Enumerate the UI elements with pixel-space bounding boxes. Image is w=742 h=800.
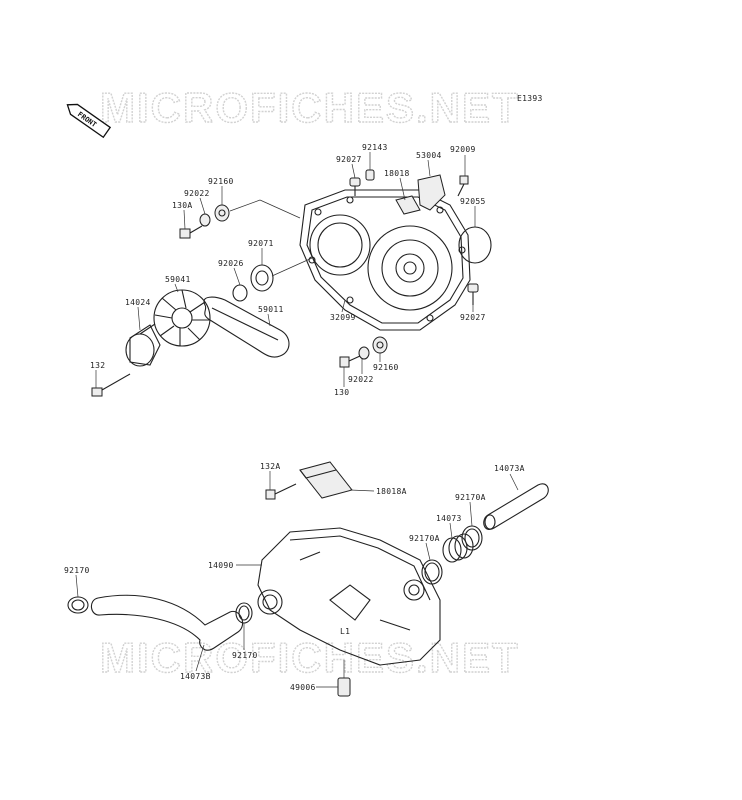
- belt-59011: [203, 296, 290, 358]
- fan-59041: [153, 289, 211, 347]
- label-92022-upper: 92022: [184, 189, 210, 198]
- clamp-92170-left: [67, 596, 89, 614]
- label-14073: 14073: [436, 514, 462, 523]
- bolt-130: [339, 355, 361, 368]
- plate-18018: [395, 195, 421, 215]
- label-59011: 59011: [258, 305, 284, 314]
- label-92009: 92009: [450, 145, 476, 154]
- drain-49006: [337, 677, 351, 697]
- label-92026: 92026: [218, 259, 244, 268]
- part-labels-upper: 92143 92027 53004 92009 18018 92160 9202…: [90, 143, 486, 397]
- ring-92026: [232, 284, 248, 302]
- watermark-bottom: MICROFICHES.NET: [100, 634, 520, 681]
- label-14090: 14090: [208, 561, 234, 570]
- washer-92022-upper: [199, 213, 211, 227]
- boot-14073: [442, 533, 474, 563]
- outer-cover-14090: [257, 527, 441, 666]
- bolt-130A: [179, 225, 203, 239]
- part-labels-lower: 132A 18018A 14073A 92170A 14073 92170A 1…: [64, 462, 525, 692]
- label-92143: 92143: [362, 143, 388, 152]
- label-92160-upper: 92160: [208, 177, 234, 186]
- label-92055: 92055: [460, 197, 486, 206]
- label-130A: 130A: [172, 201, 192, 210]
- label-132: 132: [90, 361, 105, 370]
- label-14073B: 14073B: [180, 672, 211, 681]
- label-53004: 53004: [416, 151, 442, 160]
- label-92027-upper: 92027: [336, 155, 362, 164]
- label-92071: 92071: [248, 239, 274, 248]
- label-92022-lower: 92022: [348, 375, 374, 384]
- plate-18018A: [299, 461, 353, 499]
- label-92160-lower: 92160: [373, 363, 399, 372]
- converter-cover-32099: [299, 189, 471, 331]
- bolt-92009: [457, 175, 469, 197]
- duct-14073B: [90, 594, 244, 651]
- spacer-92160-lower: [372, 336, 388, 354]
- spacer-92160-upper: [214, 204, 230, 222]
- label-92027-lower: 92027: [460, 313, 486, 322]
- duct-14073A: [483, 483, 549, 530]
- part-92143: [365, 169, 375, 181]
- label-L1: L1: [340, 627, 350, 636]
- label-18018A: 18018A: [376, 487, 407, 496]
- clamp-92170A-upper: [461, 525, 483, 551]
- label-14073A: 14073A: [494, 464, 525, 473]
- label-130: 130: [334, 388, 349, 397]
- label-18018: 18018: [384, 169, 410, 178]
- diagram-code: E1393: [517, 94, 543, 103]
- bolt-132: [91, 373, 131, 397]
- bracket-53004: [417, 174, 446, 211]
- seal-92071: [250, 264, 274, 292]
- label-49006: 49006: [290, 683, 316, 692]
- bolt-132A: [265, 483, 297, 500]
- clamp-92170A-lower: [421, 559, 443, 585]
- watermark-top: MICROFICHES.NET: [100, 84, 520, 131]
- bolt-92027-lower: [467, 283, 479, 305]
- label-14024: 14024: [125, 298, 151, 307]
- label-32099: 32099: [330, 313, 356, 322]
- label-92170A-upper: 92170A: [455, 493, 486, 502]
- washer-92022-lower: [358, 346, 370, 360]
- label-92170-right: 92170: [232, 651, 258, 660]
- drive-face-14024: [125, 323, 161, 367]
- bolt-92027-upper: [349, 177, 361, 196]
- label-132A: 132A: [260, 462, 280, 471]
- label-92170A-lower: 92170A: [409, 534, 440, 543]
- oring-92055: [458, 226, 492, 264]
- label-92170-left: 92170: [64, 566, 90, 575]
- label-59041: 59041: [165, 275, 191, 284]
